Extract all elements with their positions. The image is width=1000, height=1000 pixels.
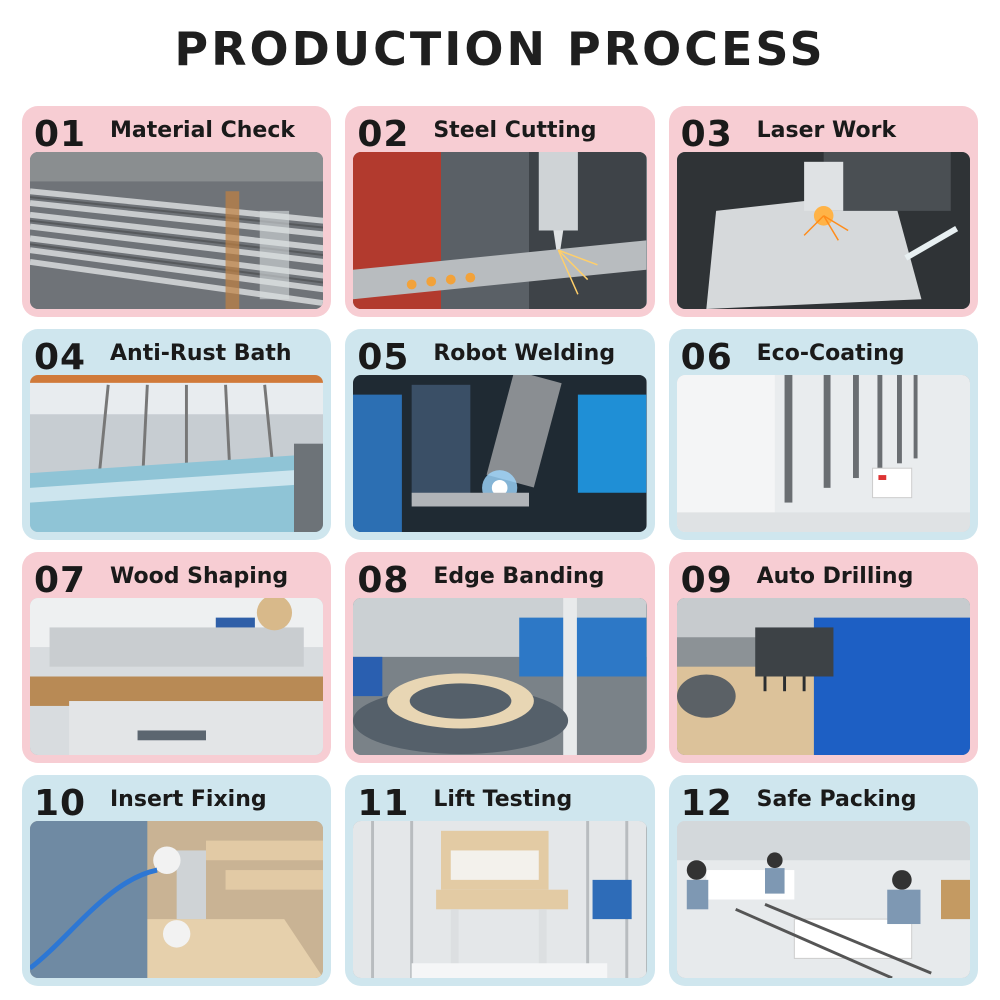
step-card-eco-coating: 06 Eco-Coating	[668, 329, 978, 540]
insert-fixing-photo	[30, 821, 324, 978]
page-title: PRODUCTION PROCESS	[174, 22, 826, 76]
step-label: Wood Shaping	[110, 564, 289, 589]
step-number: 05	[357, 337, 410, 378]
drilling-machine-photo	[676, 598, 970, 755]
step-card-steel-cutting: 02 Steel Cutting	[345, 106, 655, 317]
step-card-robot-welding: 05 Robot Welding	[345, 329, 655, 540]
step-label: Laser Work	[756, 118, 897, 143]
step-number: 09	[680, 560, 733, 601]
step-number: 10	[34, 783, 87, 824]
step-card-edge-banding: 08 Edge Banding	[345, 552, 655, 763]
coating-line-photo	[676, 375, 970, 532]
step-label: Robot Welding	[433, 341, 616, 366]
step-number: 07	[34, 560, 87, 601]
step-label: Anti-Rust Bath	[110, 341, 292, 366]
step-number: 02	[357, 114, 410, 155]
step-label: Insert Fixing	[110, 787, 267, 812]
step-card-material-check: 01 Material Check	[22, 106, 332, 317]
step-number: 11	[357, 783, 410, 824]
step-label: Eco-Coating	[756, 341, 905, 366]
desk-test-photo	[353, 821, 647, 978]
step-label: Material Check	[110, 118, 296, 143]
cnc-machine-photo	[30, 598, 324, 755]
step-number: 06	[680, 337, 733, 378]
steel-cutting-photo	[353, 152, 647, 309]
step-label: Edge Banding	[433, 564, 605, 589]
step-label: Auto Drilling	[756, 564, 914, 589]
step-number: 04	[34, 337, 87, 378]
step-card-wood-shaping: 07 Wood Shaping	[22, 552, 332, 763]
step-card-anti-rust-bath: 04 Anti-Rust Bath	[22, 329, 332, 540]
step-card-auto-drilling: 09 Auto Drilling	[668, 552, 978, 763]
step-card-safe-packing: 12 Safe Packing	[668, 775, 978, 986]
step-number: 12	[680, 783, 733, 824]
laser-cutter-photo	[676, 152, 970, 309]
edge-banding-photo	[353, 598, 647, 755]
step-number: 01	[34, 114, 87, 155]
packing-line-photo	[676, 821, 970, 978]
step-number: 03	[680, 114, 733, 155]
robot-welding-photo	[353, 375, 647, 532]
step-card-lift-testing: 11 Lift Testing	[345, 775, 655, 986]
step-label: Lift Testing	[433, 787, 573, 812]
step-card-insert-fixing: 10 Insert Fixing	[22, 775, 332, 986]
step-card-laser-work: 03 Laser Work	[668, 106, 978, 317]
process-grid: 01 Material Check 02	[22, 106, 978, 986]
rust-bath-photo	[30, 375, 324, 532]
step-label: Steel Cutting	[433, 118, 597, 143]
steel-tubes-photo	[30, 152, 324, 309]
step-number: 08	[357, 560, 410, 601]
step-label: Safe Packing	[756, 787, 917, 812]
